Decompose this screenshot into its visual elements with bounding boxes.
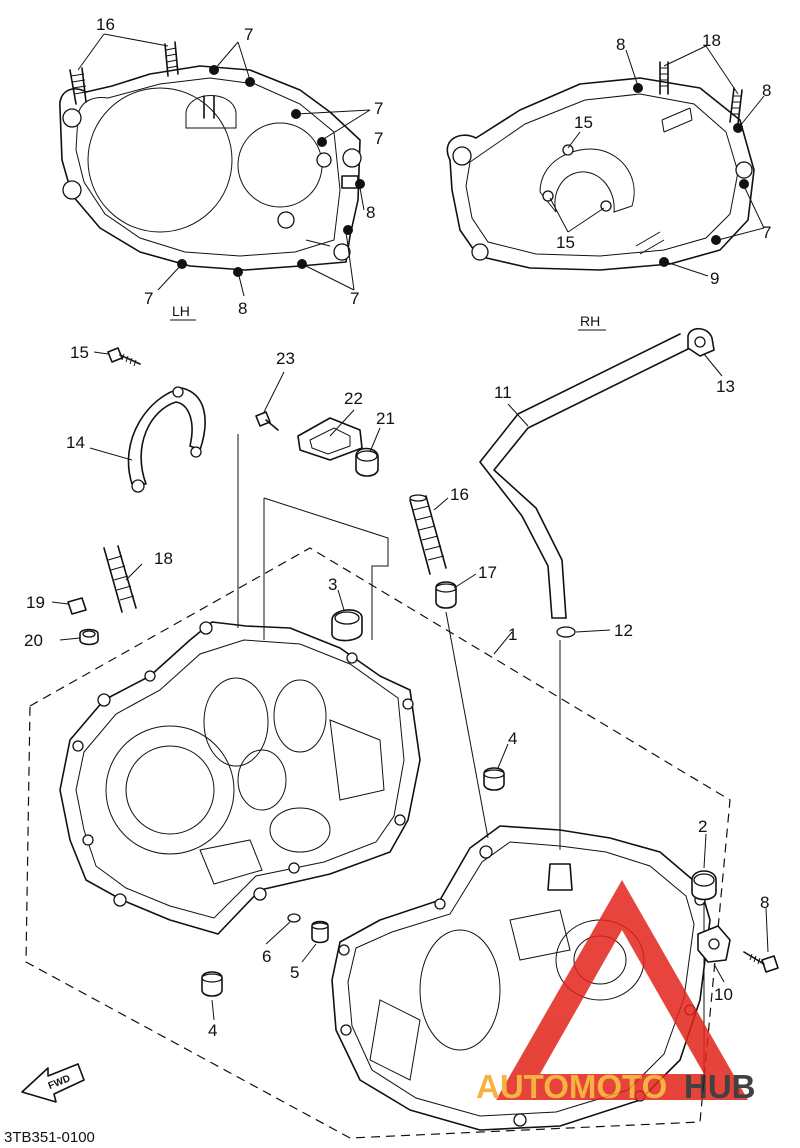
watermark-triangle-icon [496,880,748,1100]
callout-14: 14 [66,433,85,452]
gasket-right [446,61,755,271]
callout-4: 4 [508,729,517,748]
callout-8: 8 [366,203,375,222]
callout-13: 13 [716,377,735,396]
callout-18: 18 [154,549,173,568]
callout-2: 2 [698,817,707,836]
callout-10: 10 [714,985,733,1004]
plate-22 [297,417,363,461]
callout-22: 22 [344,389,363,408]
plug-19 [67,597,87,615]
bracket-10 [697,925,731,963]
callout-7: 7 [374,99,383,118]
callout-16: 16 [450,485,469,504]
dowel-4-b [201,971,223,997]
seal-2 [691,870,717,901]
stud-18-b [103,545,137,613]
screw-15 [107,347,141,367]
oring-6 [287,913,301,923]
callout-4: 4 [208,1021,217,1040]
dowel-17 [435,581,457,609]
side-label-rh: RH [580,313,600,329]
callout-18: 18 [702,31,721,50]
callout-1: 1 [508,625,517,644]
callout-20: 20 [24,631,43,650]
dowel-4-a [483,767,505,791]
crankcase-right [331,825,711,1131]
callout-12: 12 [614,621,633,640]
callout-7: 7 [350,289,359,308]
watermark-text-hub: HUB [684,1068,756,1105]
forward-arrow-icon: FWD [21,1063,85,1103]
callout-16: 16 [96,15,115,34]
side-label-lh: LH [172,303,190,319]
breather-hose-11 [479,333,691,619]
callout-11: 11 [494,383,512,402]
callout-17: 17 [478,563,497,582]
callout-15: 15 [574,113,593,132]
watermark-text-automoto: AUTOMOTO [476,1068,667,1105]
callout-7: 7 [374,129,383,148]
callout-7: 7 [762,223,771,242]
leader-lines [51,33,769,1021]
callout-8: 8 [762,81,771,100]
callout-8: 8 [238,299,247,318]
callout-19: 19 [26,593,45,612]
stud-16-b [409,494,447,575]
gasket-left [59,41,365,277]
callout-21: 21 [376,409,395,428]
callout-8: 8 [760,893,769,912]
seal-3 [331,609,363,642]
watermark-logo: AUTOMOTO HUB [476,880,756,1105]
callout-5: 5 [290,963,299,982]
relation-lines [25,434,731,1139]
callout-numbers: 16 7 7 7 8 7 8 7 8 18 8 15 7 9 15 15 23 … [24,15,771,1040]
grommet-21 [355,447,379,477]
callout-3: 3 [328,575,337,594]
callout-6: 6 [262,947,271,966]
crankcase-left [59,621,421,935]
bolt-8 [743,951,779,973]
callout-7: 7 [244,25,253,44]
drawing-code: 3TB351-0100 [4,1129,95,1146]
dowel-5 [311,920,329,944]
callout-15: 15 [556,233,575,252]
clamp-13 [687,327,715,357]
clip-12 [556,626,576,638]
callout-15: 15 [70,343,89,362]
side-labels: LH RH [170,303,606,331]
callout-23: 23 [276,349,295,368]
washer-20 [79,628,99,646]
callout-9: 9 [710,269,719,288]
callout-7: 7 [144,289,153,308]
screw-23 [255,411,279,431]
callout-8: 8 [616,35,625,54]
bracket-14 [127,386,206,493]
